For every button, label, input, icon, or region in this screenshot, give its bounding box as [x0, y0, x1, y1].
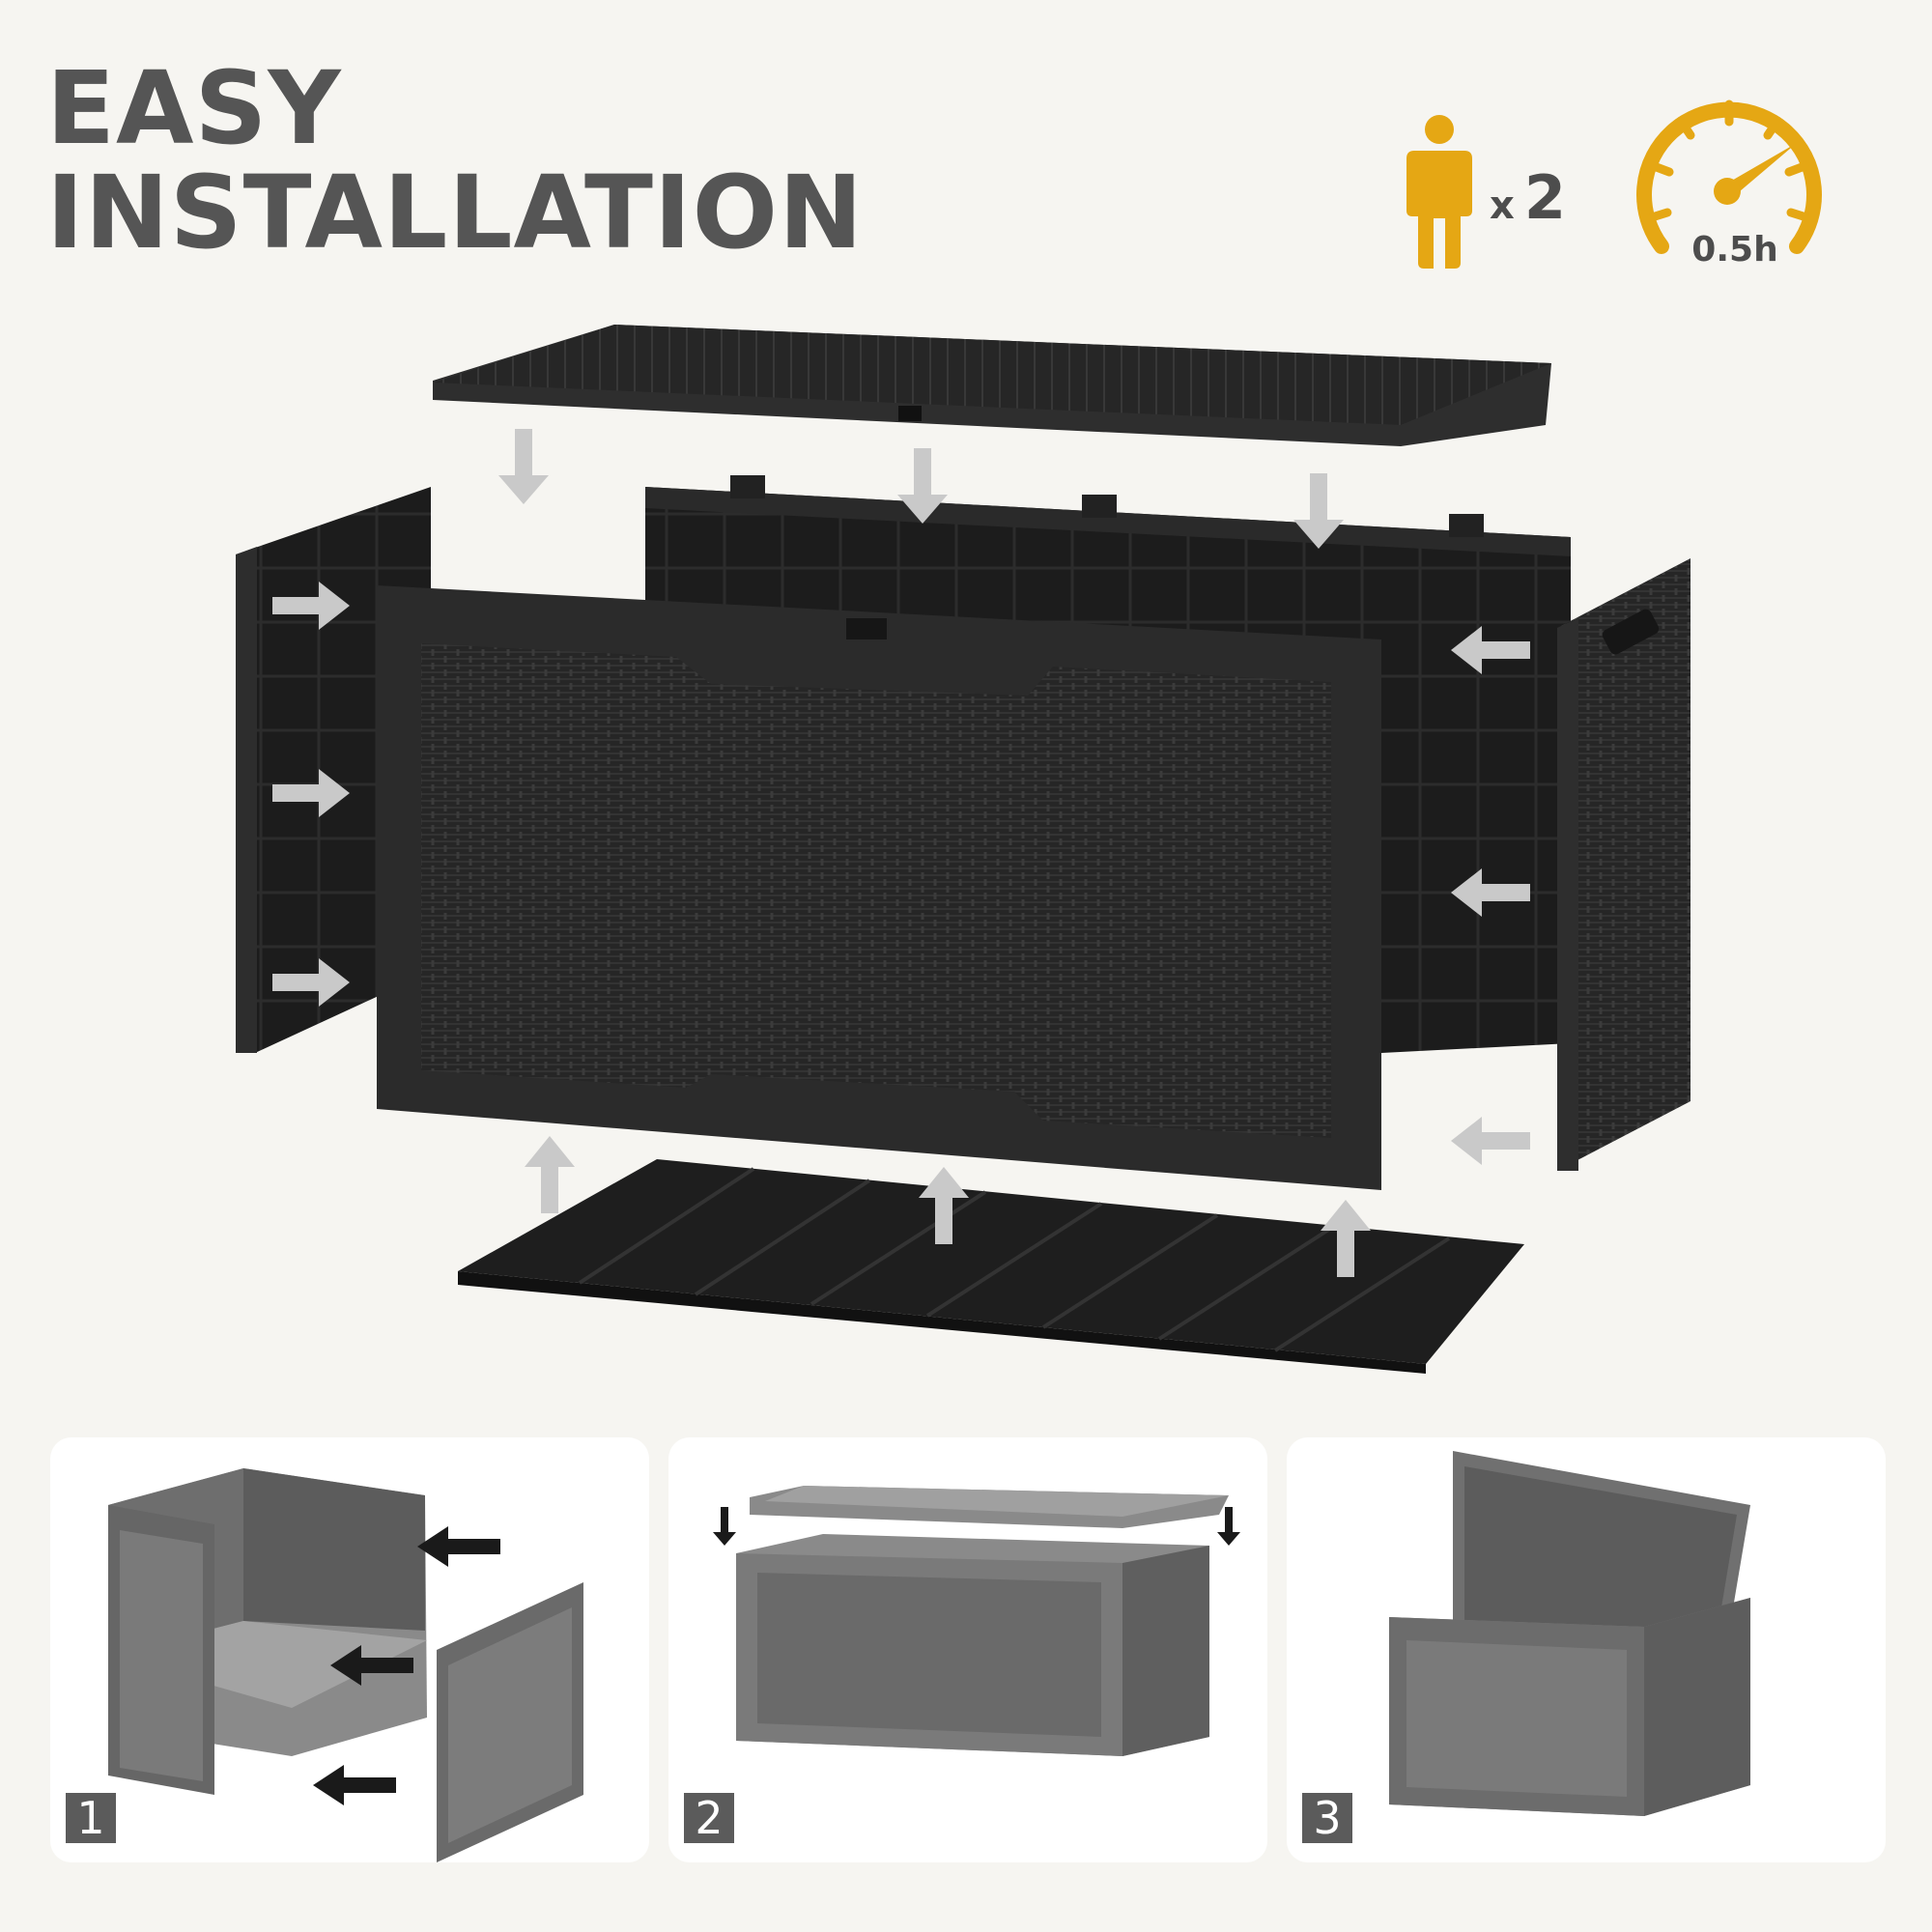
- step-1-badge: 1: [66, 1793, 116, 1843]
- step-3-panel: 3: [1287, 1437, 1886, 1862]
- arrow-up-icon: [525, 1136, 575, 1213]
- front-panel: [377, 585, 1381, 1190]
- lid-panel: [433, 325, 1551, 446]
- right-side-panel: [1557, 558, 1690, 1171]
- arrow-up-icon: [919, 1167, 969, 1244]
- step-1-panel: 1: [50, 1437, 649, 1862]
- arrow-down-icon: [897, 448, 948, 524]
- step-2-panel: 2: [668, 1437, 1267, 1862]
- arrow-left-icon: [417, 1526, 500, 1567]
- arrow-down-icon: [1293, 473, 1344, 549]
- page-title: EASY INSTALLATION: [46, 56, 864, 265]
- arrow-left-icon: [1451, 868, 1530, 917]
- step-2-illustration: [713, 1486, 1240, 1756]
- time-label: 0.5h: [1691, 230, 1778, 270]
- arrow-down-icon: [1217, 1507, 1240, 1546]
- base-panel: [458, 1159, 1524, 1374]
- arrow-left-icon: [313, 1765, 396, 1805]
- title-line-1: EASY: [46, 49, 342, 167]
- people-count-value: 2: [1523, 162, 1566, 233]
- arrow-right-icon: [272, 769, 350, 817]
- arrow-right-icon: [272, 958, 350, 1007]
- step-2-badge: 2: [684, 1793, 734, 1843]
- step-3-illustration: [1389, 1451, 1750, 1816]
- people-prefix: x: [1490, 184, 1515, 228]
- step-1-illustration: [108, 1468, 583, 1862]
- arrow-up-icon: [1321, 1200, 1371, 1277]
- arrow-down-icon: [713, 1507, 736, 1546]
- exploded-assembly-diagram: [236, 325, 1690, 1374]
- arrow-left-icon: [1451, 626, 1530, 674]
- step-3-badge: 3: [1302, 1793, 1352, 1843]
- arrow-left-icon: [330, 1645, 413, 1686]
- assembly-arrows: [272, 429, 1530, 1277]
- arrow-down-icon: [498, 429, 549, 504]
- title-line-2: INSTALLATION: [46, 154, 865, 271]
- arrow-right-icon: [272, 582, 350, 630]
- person-icon: [1406, 115, 1472, 269]
- speedometer-icon: [1636, 99, 1822, 254]
- arrow-left-icon: [1451, 1117, 1530, 1165]
